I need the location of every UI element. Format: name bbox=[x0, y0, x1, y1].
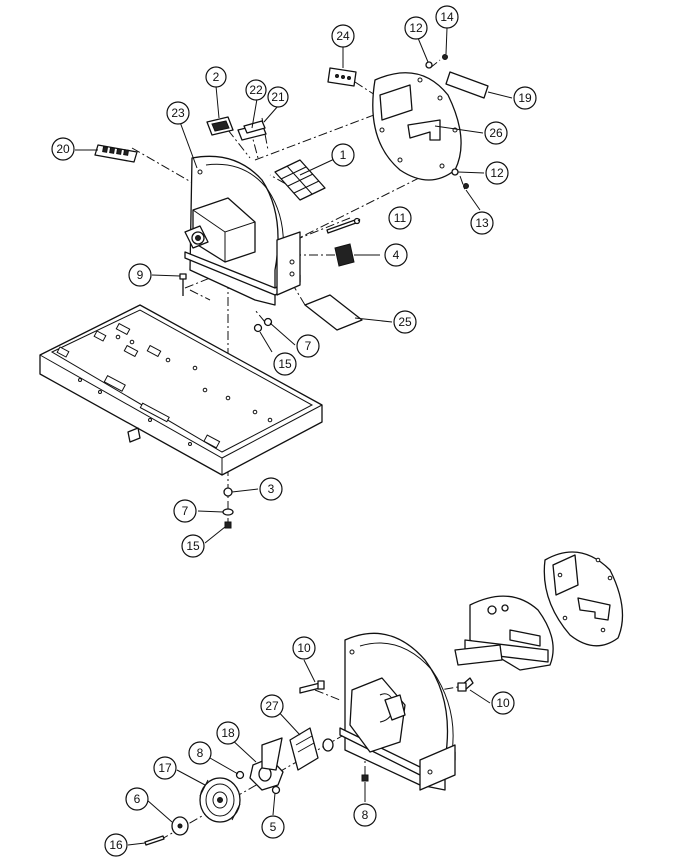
callout-10a: 10 bbox=[292, 636, 316, 660]
callout-19: 19 bbox=[513, 86, 537, 110]
filter-grille bbox=[274, 159, 326, 201]
callout-7a: 7 bbox=[296, 334, 320, 358]
svg-text:10: 10 bbox=[297, 641, 311, 655]
svg-text:16: 16 bbox=[109, 838, 123, 852]
callout-25: 25 bbox=[393, 310, 417, 334]
svg-text:12: 12 bbox=[409, 21, 423, 35]
callout-9: 9 bbox=[128, 263, 152, 287]
callout-18: 18 bbox=[216, 721, 240, 745]
callout-13: 13 bbox=[470, 211, 494, 235]
drive-components bbox=[144, 677, 474, 846]
svg-text:22: 22 bbox=[249, 83, 263, 97]
lower-cover-plate bbox=[543, 551, 624, 647]
callout-7b: 7 bbox=[173, 499, 197, 523]
svg-text:6: 6 bbox=[134, 792, 141, 806]
base-plate bbox=[39, 304, 323, 476]
svg-text:25: 25 bbox=[398, 315, 412, 329]
callout-20: 20 bbox=[51, 137, 75, 161]
svg-text:18: 18 bbox=[221, 726, 235, 740]
callout-12a: 12 bbox=[404, 16, 428, 40]
svg-text:13: 13 bbox=[475, 216, 489, 230]
callout-14: 14 bbox=[435, 5, 459, 29]
gear-motor bbox=[184, 197, 256, 263]
hardware-upper bbox=[179, 54, 469, 529]
callout-10b: 10 bbox=[491, 691, 515, 715]
svg-text:10: 10 bbox=[496, 696, 510, 710]
lower-housing bbox=[339, 632, 456, 791]
callout-4: 4 bbox=[384, 243, 408, 267]
callout-22: 22 bbox=[245, 79, 267, 101]
svg-text:1: 1 bbox=[340, 148, 347, 162]
svg-text:8: 8 bbox=[362, 808, 369, 822]
svg-text:8: 8 bbox=[197, 746, 204, 760]
callout-1: 1 bbox=[331, 143, 355, 167]
svg-text:12: 12 bbox=[490, 166, 504, 180]
end-cover-plate bbox=[372, 72, 462, 181]
svg-text:23: 23 bbox=[171, 106, 185, 120]
svg-text:4: 4 bbox=[393, 248, 400, 262]
lower-end-cover bbox=[454, 595, 554, 671]
decals bbox=[94, 67, 489, 331]
svg-text:26: 26 bbox=[489, 126, 503, 140]
callout-2: 2 bbox=[205, 66, 227, 88]
callout-23: 23 bbox=[166, 101, 190, 125]
callout-8a: 8 bbox=[188, 741, 212, 765]
svg-text:3: 3 bbox=[268, 482, 275, 496]
callout-6: 6 bbox=[125, 787, 149, 811]
callout-8b: 8 bbox=[353, 803, 377, 827]
svg-text:11: 11 bbox=[394, 211, 407, 225]
callout-17: 17 bbox=[153, 756, 177, 780]
svg-text:9: 9 bbox=[137, 268, 144, 282]
callout-21: 21 bbox=[267, 86, 289, 108]
svg-text:17: 17 bbox=[158, 761, 172, 775]
svg-text:15: 15 bbox=[278, 357, 292, 371]
svg-text:15: 15 bbox=[186, 539, 200, 553]
callout-27: 27 bbox=[260, 694, 284, 718]
callout-11: 11 bbox=[388, 206, 412, 230]
callout-26: 26 bbox=[484, 121, 508, 145]
svg-text:21: 21 bbox=[271, 90, 285, 104]
callout-16: 16 bbox=[104, 833, 128, 857]
callout-24: 24 bbox=[331, 24, 355, 48]
svg-text:7: 7 bbox=[182, 504, 189, 518]
svg-text:27: 27 bbox=[265, 699, 279, 713]
svg-text:7: 7 bbox=[305, 339, 312, 353]
svg-text:5: 5 bbox=[270, 820, 277, 834]
leader-lines bbox=[75, 27, 513, 846]
svg-text:24: 24 bbox=[336, 29, 350, 43]
svg-text:14: 14 bbox=[440, 10, 454, 24]
callout-15a: 15 bbox=[273, 352, 297, 376]
callout-5: 5 bbox=[261, 815, 285, 839]
callout-3: 3 bbox=[259, 477, 283, 501]
callout-12b: 12 bbox=[485, 161, 509, 185]
svg-text:20: 20 bbox=[56, 142, 70, 156]
callout-15b: 15 bbox=[181, 534, 205, 558]
svg-text:19: 19 bbox=[518, 91, 532, 105]
svg-text:2: 2 bbox=[213, 70, 220, 84]
